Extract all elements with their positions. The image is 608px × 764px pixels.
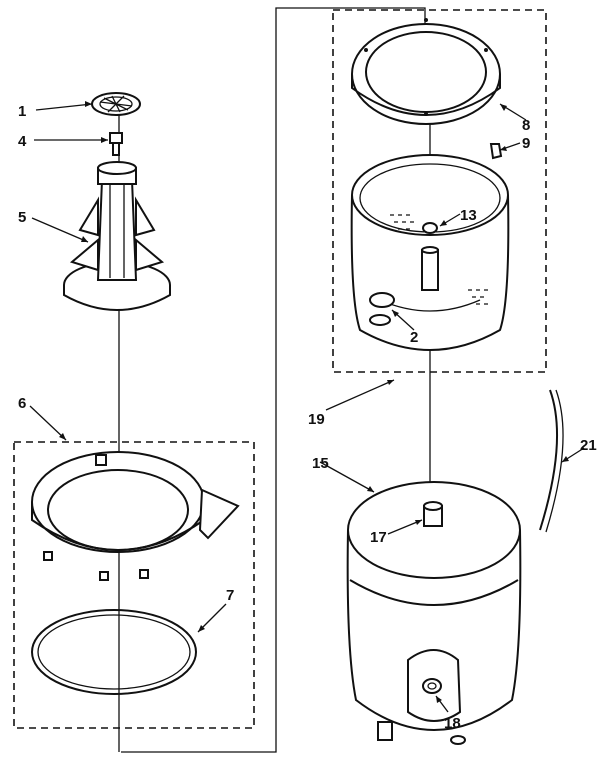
callout-19: 19: [308, 411, 325, 428]
nut-part-13: [422, 222, 438, 234]
hose-part-21: [539, 389, 559, 531]
gasket-part-7: [31, 609, 197, 695]
callout-7: 7: [226, 587, 234, 604]
callout-18: 18: [444, 715, 461, 732]
callout-1: 1: [18, 103, 26, 120]
callout-5: 5: [18, 209, 26, 226]
drain-fitting-part-18: [422, 678, 442, 694]
bearing-part-17: [423, 501, 443, 527]
basket-cap-part-2: [369, 292, 395, 326]
callout-4: 4: [18, 133, 27, 150]
callout-13: 13: [460, 207, 477, 224]
agitator-part-5: [63, 161, 171, 311]
clip-part-9: [489, 143, 503, 160]
callout-8: 8: [522, 117, 530, 134]
callout-15: 15: [312, 455, 329, 472]
tub-ring-part-6: [31, 451, 240, 581]
callout-6: 6: [18, 395, 26, 412]
callout-21: 21: [580, 437, 597, 454]
callout-17: 17: [370, 529, 387, 546]
callout-9: 9: [522, 135, 530, 152]
agitator-cap-part-1: [91, 92, 141, 116]
balance-ring-part-8: [351, 18, 501, 125]
bolt-part-4: [109, 132, 123, 156]
spin-basket: [350, 154, 510, 351]
group-box-6-7: [13, 441, 255, 729]
hose-part-21-edge: [545, 389, 564, 533]
leader-lines: [29, 101, 585, 713]
callout-2: 2: [410, 329, 418, 346]
